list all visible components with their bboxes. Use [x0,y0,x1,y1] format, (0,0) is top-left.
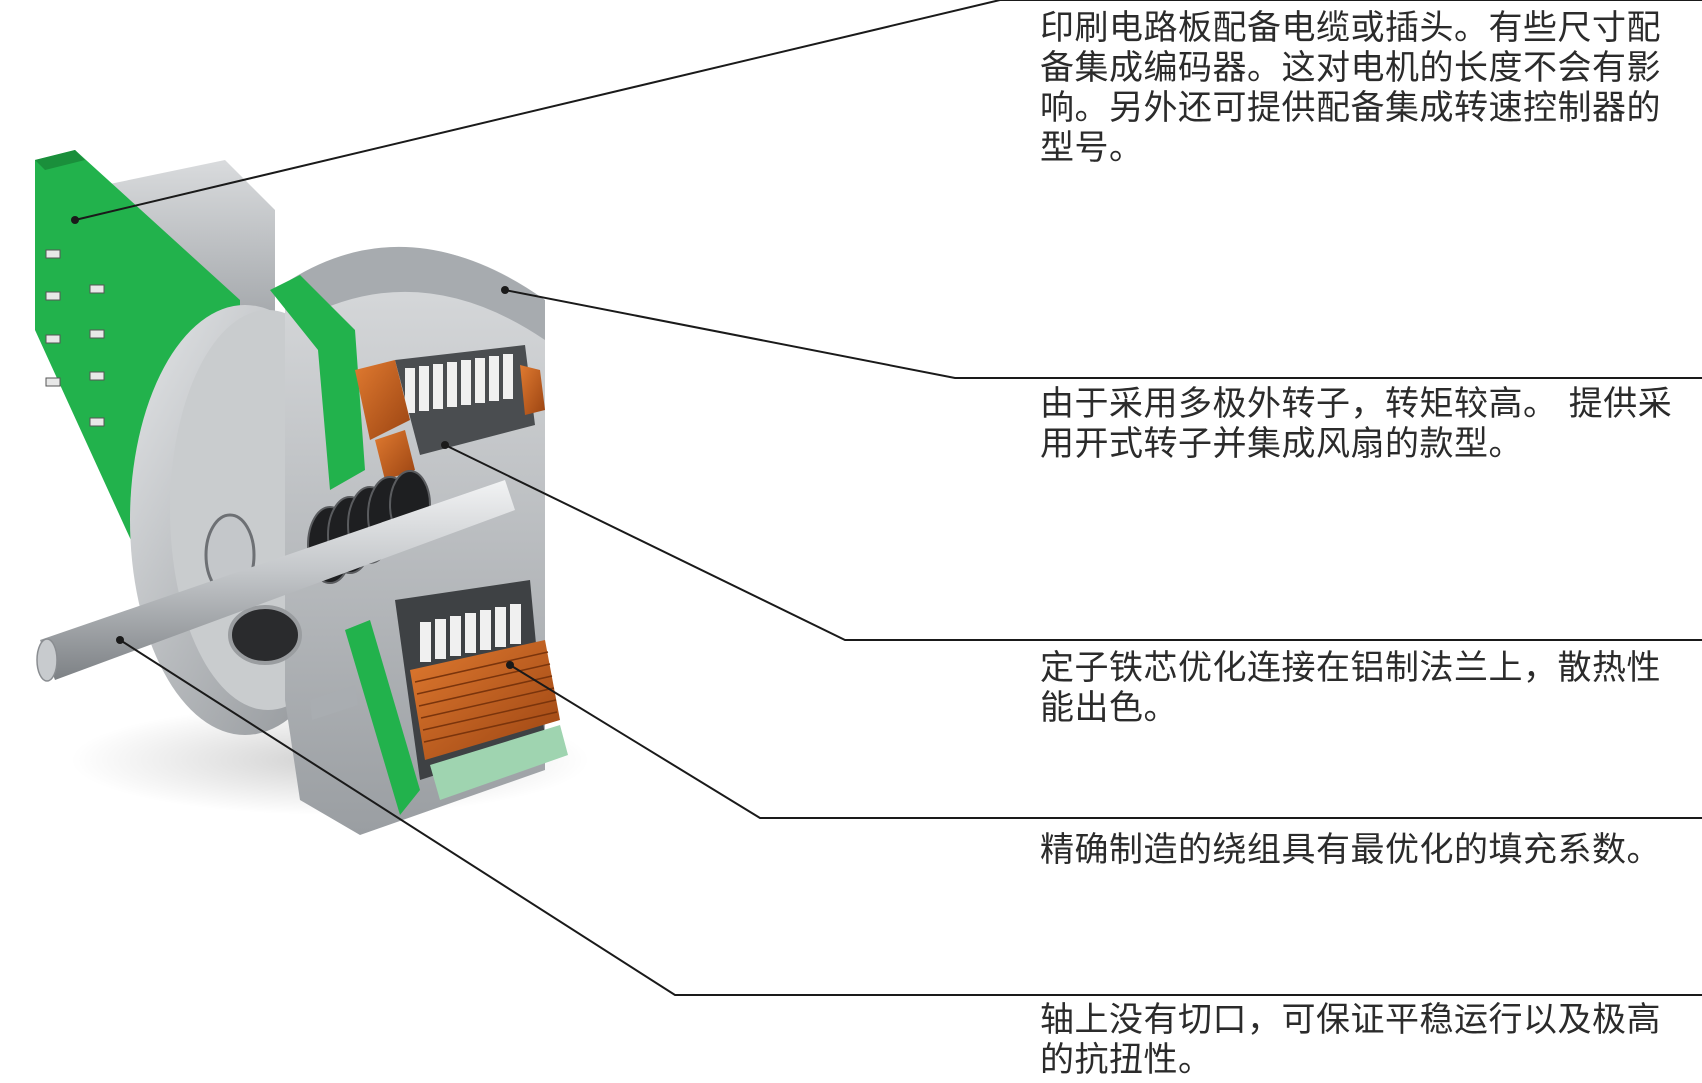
winding-upper-b [520,365,545,415]
bearing-front [228,605,302,665]
leader-lines [74,0,1702,996]
green-sleeve-bottom [345,620,420,815]
lower-base-plate [430,725,568,800]
motor-shaft [40,480,515,680]
leader-line-pcb [74,0,1702,221]
callout-rotor: 由于采用多极外转子，转矩较高。 提供采用开式转子并集成风扇的款型。 [1040,384,1673,464]
stator-teeth-lower [420,604,521,662]
stator-teeth-upper [405,354,513,413]
winding-upper-c [375,430,415,480]
pcb-components [45,249,105,427]
leader-line-rotor [504,289,1702,379]
pcb-edge [35,150,85,170]
green-sleeve-top [270,275,365,490]
threaded-pin [310,685,358,720]
callout-stator: 定子铁芯优化连接在铝制法兰上，散热性能出色。 [1040,648,1661,728]
leader-dots [71,216,514,669]
callout-winding: 精确制造的绕组具有最优化的填充系数。 [1040,830,1661,870]
leader-line-winding [509,664,1702,819]
leader-line-stator [444,444,1702,641]
callout-pcb: 印刷电路板配备电缆或插头。有些尺寸配备集成编码器。这对电机的长度不会有影响。另外… [1040,8,1661,168]
leader-line-shaft [119,639,1702,996]
outer-rotor [290,246,545,340]
shaft-end [36,638,58,682]
winding-lines [414,651,558,743]
winding-upper-a [355,360,410,440]
callout-shaft: 轴上没有切口，可保证平稳运行以及极高的抗扭性。 [1040,1000,1661,1080]
